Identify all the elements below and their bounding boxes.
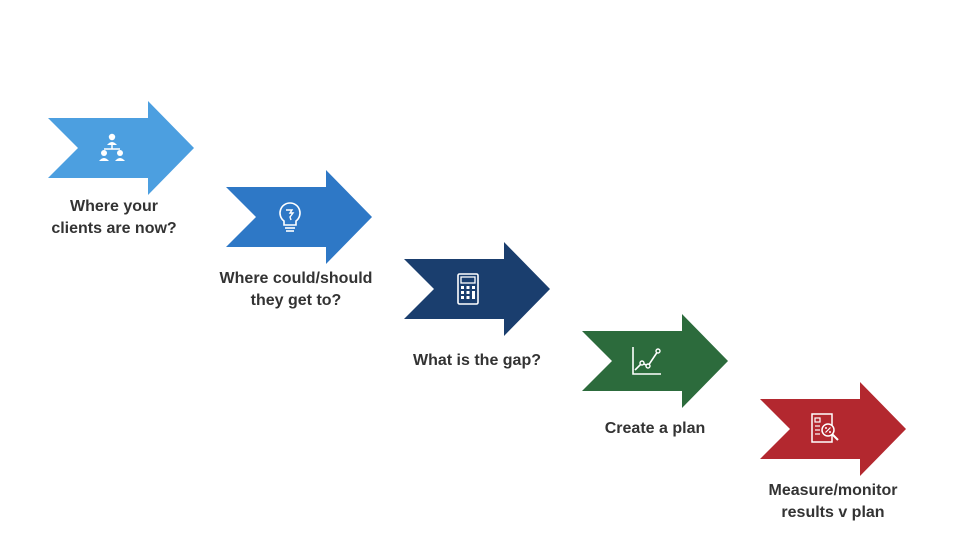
step-label-1-line1: Where your — [69, 198, 158, 215]
step-label-2-line1: Where could/should — [219, 270, 373, 287]
step-label-1: Where your clients are now? — [4, 196, 224, 240]
step-label-3: What is the gap? — [367, 350, 587, 372]
step-arrow-2 — [226, 170, 372, 264]
people-network-icon — [99, 133, 125, 161]
step-label-2-line2: they get to? — [250, 292, 342, 309]
calculator-icon — [457, 273, 479, 305]
arrow-shape-4 — [582, 314, 728, 408]
step-arrow-5 — [760, 382, 906, 476]
step-label-3-line1: What is the gap? — [413, 352, 541, 369]
step-label-5: Measure/monitor results v plan — [723, 480, 943, 524]
step-arrow-1 — [48, 101, 194, 195]
step-label-4: Create a plan — [545, 418, 765, 440]
arrow-shape-1 — [48, 101, 194, 195]
step-arrow-4 — [582, 314, 728, 408]
step-label-4-line1: Create a plan — [604, 420, 706, 437]
step-label-1-line2: clients are now? — [51, 220, 177, 237]
lightbulb-icon — [279, 202, 301, 232]
step-arrow-3 — [404, 242, 550, 336]
step-label-5-line2: results v plan — [781, 504, 885, 521]
arrow-shape-3 — [404, 242, 550, 336]
step-label-2: Where could/should they get to? — [186, 268, 406, 312]
document-percent-search-icon — [811, 413, 839, 443]
line-chart-icon — [632, 347, 661, 375]
step-label-5-line1: Measure/monitor — [768, 482, 898, 499]
